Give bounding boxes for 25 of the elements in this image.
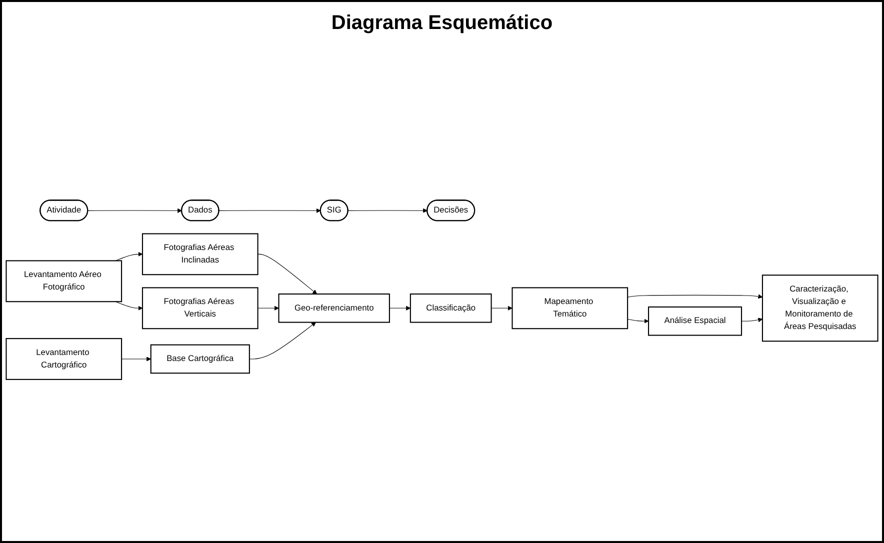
arrow (491, 306, 512, 311)
arrow (115, 302, 143, 311)
arrow (115, 252, 143, 262)
arrow (627, 319, 649, 324)
node-box: Caracterização, Visualização e Monitoramento de Áreas Pesquisadas (762, 274, 878, 342)
arrow (389, 306, 411, 311)
arrow (218, 208, 321, 214)
diagram-title: Diagrama Esquemático (331, 12, 553, 35)
node-box: Levantamento Aéreo Fotográfico (6, 260, 122, 302)
node-box: Mapeamento Temático (512, 287, 628, 330)
node-box: Geo-referenciamento (278, 294, 390, 324)
arrow (249, 322, 316, 360)
arrow (258, 306, 279, 311)
arrow (627, 294, 763, 299)
node-box: Análise Espacial (648, 306, 742, 336)
node-box: Fotografias Aéreas Verticais (142, 287, 258, 330)
arrow (741, 318, 763, 322)
node-box: Fotografias Aéreas Inclinadas (142, 233, 258, 276)
arrow (88, 208, 182, 214)
node-box: Classificação (410, 294, 492, 324)
arrow (121, 356, 152, 362)
node-box: Levantamento Cartográfico (6, 338, 122, 380)
arrow (258, 254, 318, 294)
node-box: Base Cartográfica (150, 344, 250, 374)
arrow (348, 208, 428, 214)
